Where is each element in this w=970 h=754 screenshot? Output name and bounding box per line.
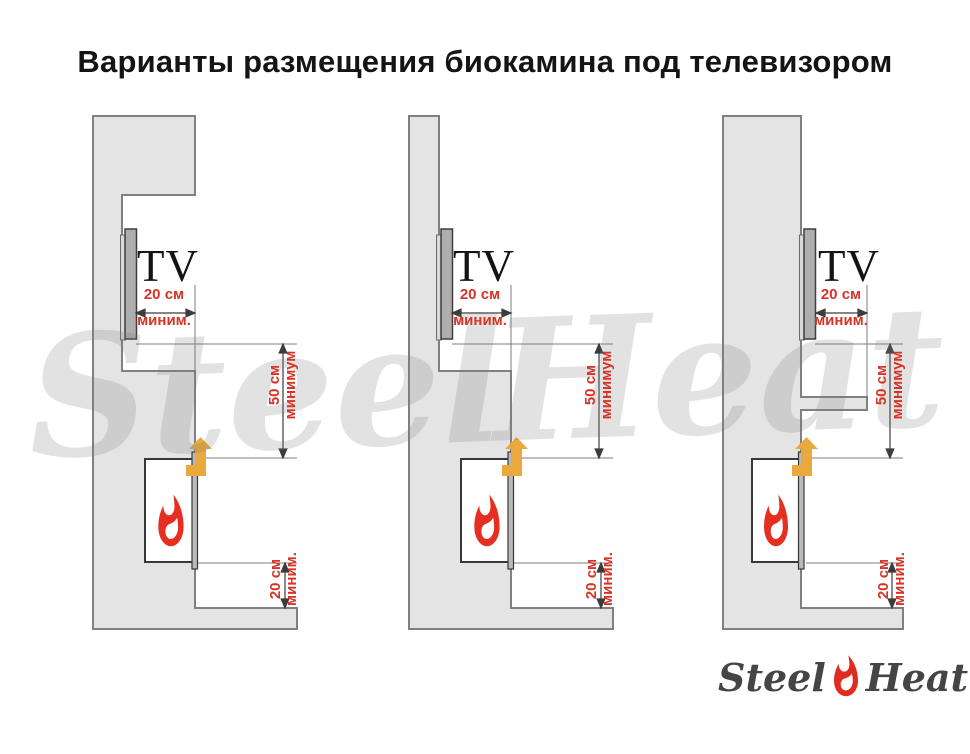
front-clearance-dimension <box>134 308 197 318</box>
front-clearance-dimension <box>814 308 869 318</box>
bottom-clearance-qualifier: миним. <box>283 552 300 606</box>
height-clearance-label: 50 см минимум <box>266 325 299 445</box>
front-clearance-value: 20 см <box>820 286 862 303</box>
logo-word-heat: Heat <box>865 654 969 700</box>
fireplace-glass <box>191 451 199 570</box>
height-clearance-dimension <box>594 342 604 460</box>
diagram-3-drawing <box>722 115 904 630</box>
fireplace-glass <box>507 451 515 570</box>
front-clearance-value: 20 см <box>459 286 501 303</box>
bottom-clearance-label: 20 см миним. <box>583 546 616 612</box>
front-clearance-qualifier: миним. <box>814 312 868 329</box>
front-clearance-qualifier: миним. <box>137 312 191 329</box>
bottom-clearance-value: 20 см <box>583 558 600 600</box>
logo-word-steel: Steel <box>718 654 826 700</box>
bottom-clearance-qualifier: миним. <box>891 552 908 606</box>
bottom-clearance-label: 20 см миним. <box>267 546 300 612</box>
heat-flow-arrow-icon <box>792 437 818 476</box>
bottom-clearance-value: 20 см <box>875 558 892 600</box>
tv-panel <box>440 228 454 340</box>
flame-icon <box>764 494 788 547</box>
page-title: Варианты размещения биокамина под телеви… <box>77 44 893 79</box>
height-clearance-label: 50 см минимум <box>582 325 615 445</box>
tv-panel <box>124 228 138 340</box>
bottom-clearance-value: 20 см <box>267 558 284 600</box>
flame-icon <box>474 494 500 547</box>
tv-label: TV <box>818 241 880 291</box>
brand-logo: Steel Heat <box>718 650 968 704</box>
front-clearance-qualifier: миним. <box>453 312 507 329</box>
heat-flow-arrow-icon <box>186 437 212 476</box>
tv-label: TV <box>137 241 199 291</box>
tv-panel <box>803 228 817 340</box>
front-clearance-value: 20 см <box>143 286 185 303</box>
logo-flame-icon <box>833 655 858 697</box>
tv-label: TV <box>453 241 515 291</box>
heat-flow-arrow-icon <box>502 437 528 476</box>
bottom-clearance-label: 20 см миним. <box>875 546 908 612</box>
front-clearance-dimension <box>450 308 513 318</box>
height-clearance-dimension <box>278 342 288 460</box>
height-clearance-value: 50 см <box>582 364 599 406</box>
diagram-flat-wall-tv <box>408 115 616 631</box>
bottom-clearance-dimension <box>596 561 606 610</box>
flame-icon <box>158 494 184 547</box>
diagram-shelf-protected-tv <box>722 115 908 631</box>
diagram-niche-mounted-tv <box>92 115 300 631</box>
height-clearance-qualifier: минимум <box>889 350 906 420</box>
height-clearance-value: 50 см <box>266 364 283 406</box>
bottom-clearance-dimension <box>887 561 897 610</box>
diagram-2-drawing <box>408 115 614 630</box>
height-clearance-qualifier: минимум <box>598 350 615 420</box>
bottom-clearance-dimension <box>280 561 290 610</box>
height-clearance-qualifier: минимум <box>282 350 299 420</box>
height-clearance-label: 50 см минимум <box>873 325 906 445</box>
height-clearance-dimension <box>885 342 895 460</box>
height-clearance-value: 50 см <box>873 364 890 406</box>
bottom-clearance-qualifier: миним. <box>599 552 616 606</box>
diagram-1-drawing <box>92 115 298 630</box>
